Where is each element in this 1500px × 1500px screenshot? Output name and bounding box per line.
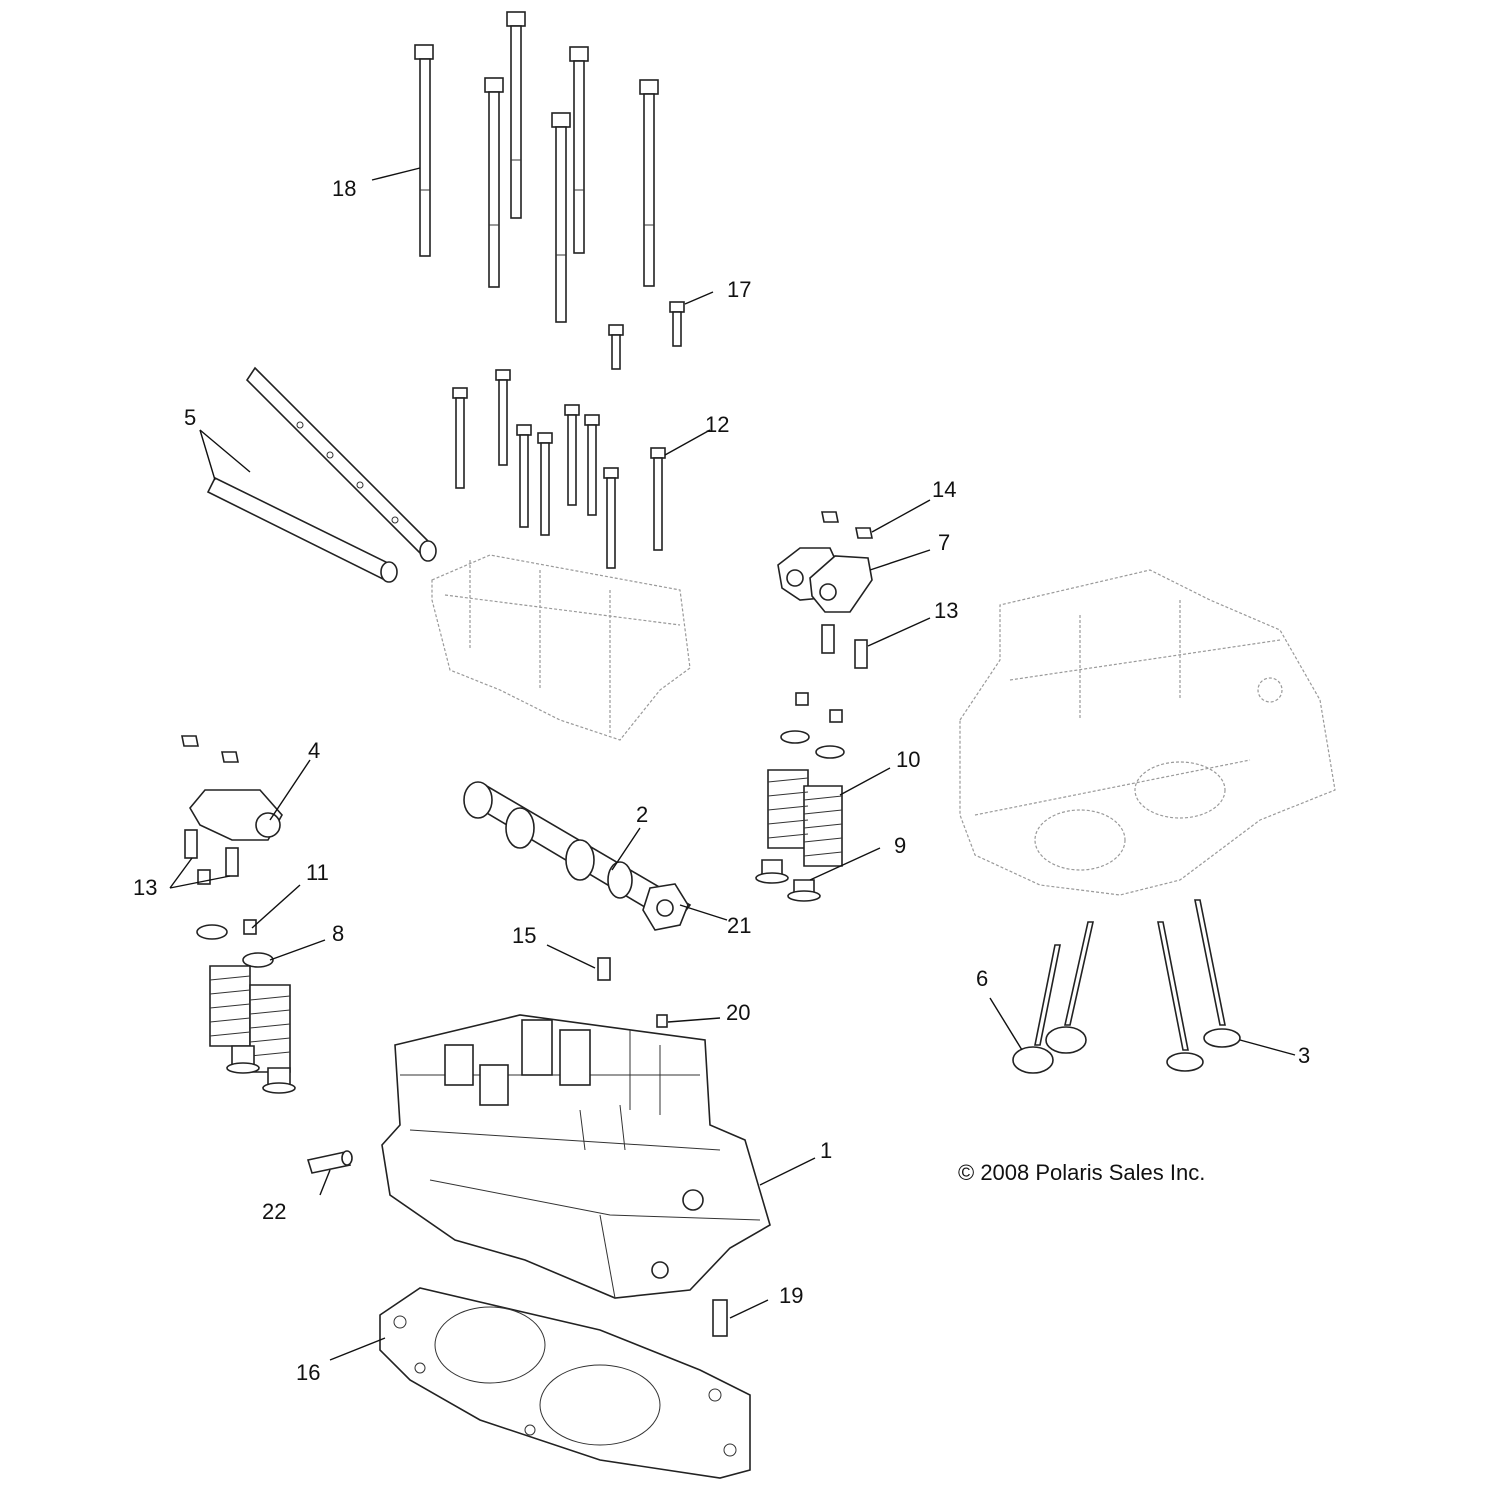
dowels — [306, 957, 728, 1337]
callout-11: 11 — [306, 860, 329, 885]
callout-5: 5 — [184, 405, 196, 430]
head-bolts — [414, 11, 659, 323]
rocker-arms-right — [777, 511, 873, 613]
valves — [1012, 899, 1241, 1074]
callout-12: 12 — [705, 412, 729, 437]
callout-15: 15 — [512, 923, 536, 948]
cylinder-head — [381, 1014, 771, 1299]
callout-3: 3 — [1298, 1043, 1310, 1068]
callout-16: 16 — [296, 1360, 320, 1385]
callout-labels: 1 2 3 4 5 6 7 8 9 10 11 12 13 13 14 15 1… — [133, 176, 1310, 1385]
callout-10: 10 — [896, 747, 920, 772]
small-bolts — [608, 301, 685, 370]
callout-18: 18 — [332, 176, 356, 201]
callout-22: 22 — [262, 1199, 286, 1224]
cylinder-head-ghost — [959, 569, 1336, 896]
callout-6: 6 — [976, 966, 988, 991]
callout-9: 9 — [894, 833, 906, 858]
callout-14: 14 — [932, 477, 956, 502]
cam-carrier-bolts — [452, 369, 666, 569]
callout-2: 2 — [636, 802, 648, 827]
leader-lines — [169, 167, 1296, 1361]
callout-19: 19 — [779, 1283, 803, 1308]
valve-springs-left — [196, 869, 296, 1094]
callout-13a: 13 — [934, 598, 958, 623]
camshaft — [463, 781, 692, 931]
rocker-arm-left — [181, 735, 283, 841]
head-gasket — [379, 1287, 751, 1479]
callout-1: 1 — [820, 1138, 832, 1163]
callout-20: 20 — [726, 1000, 750, 1025]
copyright-text: © 2008 Polaris Sales Inc. — [958, 1160, 1205, 1185]
callout-17: 17 — [727, 277, 751, 302]
rocker-shafts — [206, 366, 437, 583]
lash-adjusters — [184, 624, 868, 877]
cam-carrier-ghost — [431, 554, 691, 741]
callout-21: 21 — [727, 913, 751, 938]
valve-springs-right — [755, 692, 845, 902]
callout-4: 4 — [308, 738, 320, 763]
callout-7: 7 — [938, 530, 950, 555]
callout-13b: 13 — [133, 875, 157, 900]
callout-8: 8 — [332, 921, 344, 946]
